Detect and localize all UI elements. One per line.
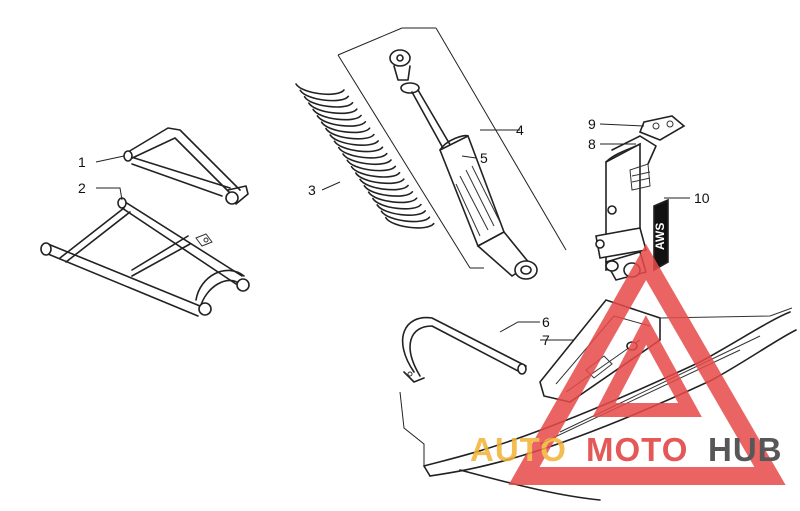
spring-coil (312, 108, 362, 121)
spring-coil (325, 127, 375, 140)
coil-spring (295, 83, 435, 229)
upper-a-arm (123, 127, 249, 205)
spring-coil (372, 197, 422, 210)
callout-2: 2 (78, 180, 86, 196)
callout-5: 5 (480, 150, 488, 166)
callout-1: 1 (78, 154, 86, 170)
spring-coil (329, 134, 379, 146)
watermark-moto: MOTO (586, 431, 688, 468)
spring-coil (367, 191, 418, 204)
spring-coil (303, 95, 354, 108)
decal-text: AWS (653, 223, 667, 250)
spindle-assembly (595, 115, 686, 281)
spring-coil (337, 146, 388, 159)
spring-coil (363, 185, 414, 197)
callout-6: 6 (542, 314, 550, 330)
callout-9: 9 (588, 116, 596, 132)
watermark-auto: AUTO (470, 431, 567, 468)
spring-coil (342, 153, 392, 166)
watermark-hub: HUB (708, 431, 783, 468)
callout-10: 10 (694, 190, 710, 206)
watermark-logo: AUTO MOTO HUB (470, 243, 786, 485)
spring-coil (350, 165, 401, 178)
spring-coil (359, 178, 409, 191)
callout-7: 7 (542, 332, 550, 348)
spindle-decal: AWS (653, 198, 669, 272)
callout-4: 4 (516, 122, 524, 138)
spring-coil (380, 210, 431, 223)
shock-absorber (389, 49, 538, 280)
spring-coil (316, 115, 367, 127)
spring-coil (376, 204, 426, 216)
callout-leaders (95, 123, 690, 466)
spring-coil (308, 102, 358, 115)
lower-a-arm (40, 197, 250, 317)
callout-labels: 1 2 3 4 5 6 7 8 9 10 (78, 116, 710, 348)
ski-loop-handle (401, 316, 527, 383)
spring-coil (320, 121, 371, 134)
spring-coil (355, 172, 405, 185)
shock-assembly-bracket (337, 27, 567, 269)
spring-coil (299, 89, 350, 102)
spring-coil (333, 140, 384, 153)
spring-coil (384, 216, 435, 229)
spring-coil (346, 159, 397, 172)
spring-coil (295, 83, 345, 96)
callout-3: 3 (308, 182, 316, 198)
callout-8: 8 (588, 136, 596, 152)
